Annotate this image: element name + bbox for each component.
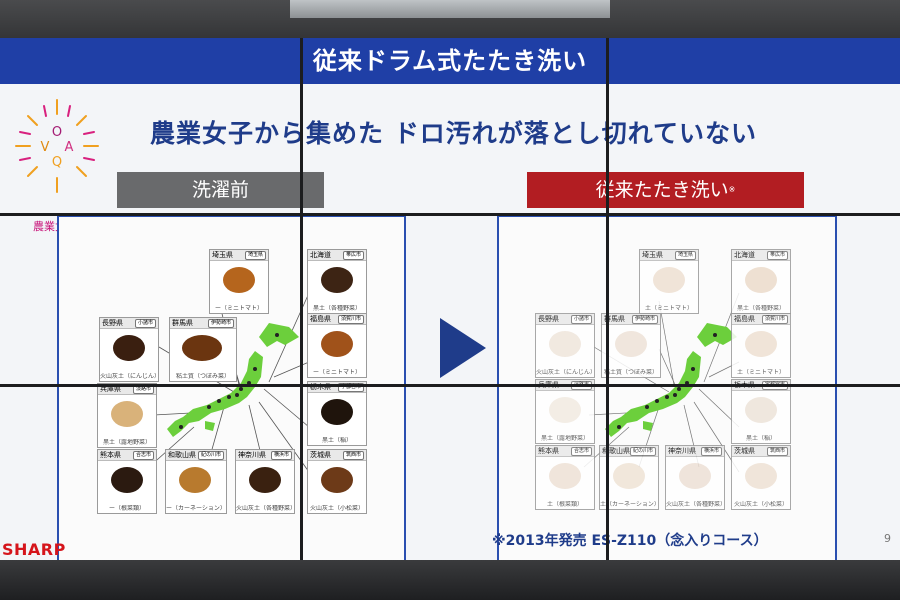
soil-stain (613, 463, 645, 489)
svg-text:Q: Q (52, 155, 62, 170)
soil-stain (745, 331, 777, 357)
display-bezel (0, 213, 900, 216)
video-wall-screen: 従来ドラム式たたき洗い O V A Q 農業女子PJ 農業女子から集めた ドロ汚… (0, 38, 900, 560)
sample-card-gunma: 群馬県伊勢崎市 粘土質（つぼみ菜） (601, 313, 661, 378)
soil-stain (745, 267, 777, 293)
sample-card-ibaraki: 茨城県筑西市 火山灰土（小松菜） (307, 449, 367, 514)
sharp-logo: SHARP (2, 540, 66, 559)
soil-stain (321, 331, 353, 357)
display-bezel (606, 38, 609, 560)
slide-title: 従来ドラム式たたき洗い (0, 38, 900, 84)
panel-after-wash: 埼玉県埼玉県 土（ミニトマト） 北海道帯広市 黒土（各種野菜） 長野県小諸市 火… (497, 215, 837, 560)
sample-card-gunma: 群馬県伊勢崎市 粘土質（つぼみ菜） (169, 317, 237, 382)
svg-text:V: V (41, 140, 50, 155)
soil-stain (249, 467, 281, 493)
footnote: ※2013年発売 ES-Z110（念入りコース） (492, 533, 768, 549)
soil-stain (223, 267, 255, 293)
soil-stain (745, 463, 777, 489)
soil-stain (182, 335, 222, 361)
sample-card-kanagawa: 神奈川県横浜市 火山灰土（各種野菜） (665, 445, 725, 510)
floor (0, 560, 900, 600)
svg-text:O: O (52, 125, 62, 140)
display-bezel (0, 384, 900, 387)
sample-card-fukushima: 福島県須賀川市 ー（ミニトマト） (307, 313, 367, 378)
ceiling-light (290, 0, 610, 18)
sample-card-fukushima: 福島県須賀川市 土（ミニトマト） (731, 313, 791, 378)
soil-stain (179, 467, 211, 493)
sample-card-saitama: 埼玉県埼玉県 ー（ミニトマト） (209, 249, 269, 314)
display-bezel (300, 38, 303, 560)
logo-mark-icon: O V A Q (15, 99, 99, 193)
arrow-right-icon (440, 318, 486, 378)
slide-headline: 農業女子から集めた ドロ汚れが落とし切れていない (150, 119, 757, 148)
soil-stain (549, 463, 581, 489)
sample-card-kumamoto: 熊本県合志市 土（根菜類） (535, 445, 595, 510)
svg-text:A: A (65, 140, 74, 155)
soil-stain (321, 399, 353, 425)
label-after-wash: 従来たたき洗い※ (527, 172, 804, 208)
soil-stain (111, 467, 143, 493)
soil-stain (615, 331, 647, 357)
soil-stain (549, 397, 581, 423)
panel-before-wash: 埼玉県埼玉県 ー（ミニトマト） 北海道帯広市 黒土（各種野菜） 長野県小諸市 火… (57, 215, 406, 560)
sample-card-saitama: 埼玉県埼玉県 土（ミニトマト） (639, 249, 699, 314)
soil-stain (321, 267, 353, 293)
sample-card-kumamoto: 熊本県合志市 ー（根菜類） (97, 449, 157, 514)
sample-card-ibaraki: 茨城県筑西市 火山灰土（小松菜） (731, 445, 791, 510)
sample-card-wakayama: 和歌山県紀の川市 ー（カーネーション） (165, 449, 227, 514)
sample-card-hyogo: 兵庫県淡路市 黒土（露地野菜） (97, 383, 157, 448)
sample-card-hokkaido: 北海道帯広市 黒土（各種野菜） (307, 249, 367, 314)
soil-stain (113, 335, 145, 361)
soil-stain (679, 463, 711, 489)
label-after-text: 従来たたき洗い (595, 179, 729, 201)
soil-stain (745, 397, 777, 423)
label-after-mark: ※ (728, 185, 736, 194)
japan-map-icon (605, 323, 737, 437)
soil-stain (111, 401, 143, 427)
sample-card-tochigi: 栃木県宇都宮市 黒土（稲） (307, 381, 367, 446)
soil-stain (321, 467, 353, 493)
soil-stain (549, 331, 581, 357)
label-before-wash: 洗濯前 (117, 172, 324, 208)
sample-card-nagano: 長野県小諸市 火山灰土（にんじん） (535, 313, 595, 378)
sample-card-wakayama: 和歌山県紀の川市 土（カーネーション） (599, 445, 659, 510)
sample-card-hokkaido: 北海道帯広市 黒土（各種野菜） (731, 249, 791, 314)
sample-card-nagano: 長野県小諸市 火山灰土（にんじん） (99, 317, 159, 382)
nougyou-joshi-logo: O V A Q 農業女子PJ (10, 96, 105, 233)
soil-stain (653, 267, 685, 293)
page-number: 9 (884, 532, 891, 545)
sample-card-kanagawa: 神奈川県横浜市 火山灰土（各種野菜） (235, 449, 295, 514)
